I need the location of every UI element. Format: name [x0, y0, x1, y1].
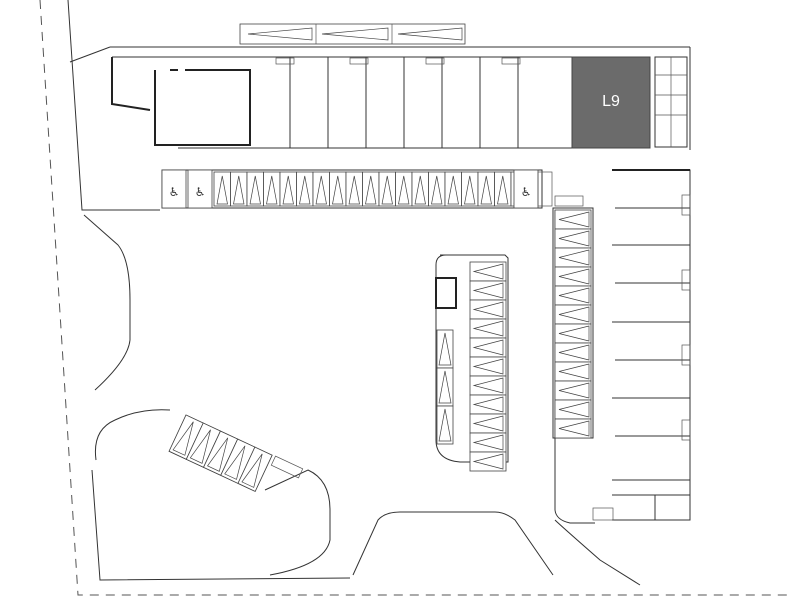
parking-stall [237, 446, 273, 492]
east-stalls [554, 209, 592, 439]
stall-marker [558, 401, 590, 418]
stall-marker [472, 415, 504, 432]
stall-marker [241, 453, 263, 488]
parking-stall [469, 451, 507, 472]
stall-marker [558, 268, 590, 285]
stall-marker [558, 363, 590, 380]
stall-marker [558, 420, 590, 437]
stall-marker [558, 325, 590, 342]
accessible-parking-icon: ♿ [195, 185, 206, 199]
stall-marker [472, 301, 504, 318]
stall-marker [464, 175, 476, 205]
stall-marker [172, 421, 194, 456]
accessible-stall-3: ♿ [513, 169, 539, 209]
stall-marker [266, 175, 278, 205]
stall-marker [558, 249, 590, 266]
stall-marker [472, 396, 504, 413]
accessible-parking-icon: ♿ [169, 185, 180, 199]
stall-marker [558, 344, 590, 361]
stall-marker [438, 370, 452, 404]
stall-marker [438, 408, 452, 442]
stall-marker [558, 287, 590, 304]
property-boundary [39, 0, 790, 596]
stall-marker [282, 175, 294, 205]
north-stalls [213, 171, 528, 207]
stall-marker [472, 320, 504, 337]
accessible-stall-1: ♿ [161, 169, 187, 209]
stall-marker [472, 434, 504, 451]
road-outlines [67, 0, 691, 586]
central-stalls [469, 261, 507, 472]
stall-marker [472, 377, 504, 394]
parking-stall [436, 405, 454, 445]
stall-marker [431, 175, 443, 205]
accessible-stall-2: ♿ [187, 169, 213, 209]
stall-marker [558, 211, 590, 228]
stall-marker [472, 453, 504, 470]
stall-marker [189, 429, 211, 464]
stall-marker [414, 175, 426, 205]
stall-marker [224, 445, 246, 480]
fixtures [275, 57, 645, 65]
top-parking-stalls [239, 23, 466, 45]
unit-l9[interactable]: L9 [571, 56, 651, 149]
stall-marker [497, 175, 509, 205]
island-stalls [436, 329, 454, 445]
stall-marker [438, 332, 452, 366]
unit-l9-label: L9 [602, 93, 620, 110]
stall-marker [472, 282, 504, 299]
stall-marker [381, 175, 393, 205]
stall-marker [332, 175, 344, 205]
stall-marker [472, 263, 504, 280]
stall-marker [249, 175, 261, 205]
stall-marker [558, 382, 590, 399]
stall-marker [398, 175, 410, 205]
stall-marker [472, 339, 504, 356]
stall-marker [315, 175, 327, 205]
stall-marker [216, 175, 228, 205]
southwest-parking [168, 414, 304, 492]
central-parking-island [435, 254, 509, 472]
stall-marker [480, 175, 492, 205]
parking-stall [554, 418, 592, 439]
north-building [111, 56, 651, 149]
stall-marker [558, 230, 590, 247]
north-parking-row: ♿ ♿ ♿ [161, 169, 553, 209]
east-building [592, 169, 691, 521]
stall-marker [472, 358, 504, 375]
east-parking-column [552, 195, 594, 439]
stall-marker [558, 306, 590, 323]
restroom-block [654, 56, 688, 148]
stall-marker [365, 175, 377, 205]
accessible-parking-icon: ♿ [521, 185, 532, 199]
stall-marker [348, 175, 360, 205]
stall-marker [299, 175, 311, 205]
stall-marker [206, 437, 229, 472]
stall-marker [233, 175, 245, 205]
stall-marker [447, 175, 459, 205]
